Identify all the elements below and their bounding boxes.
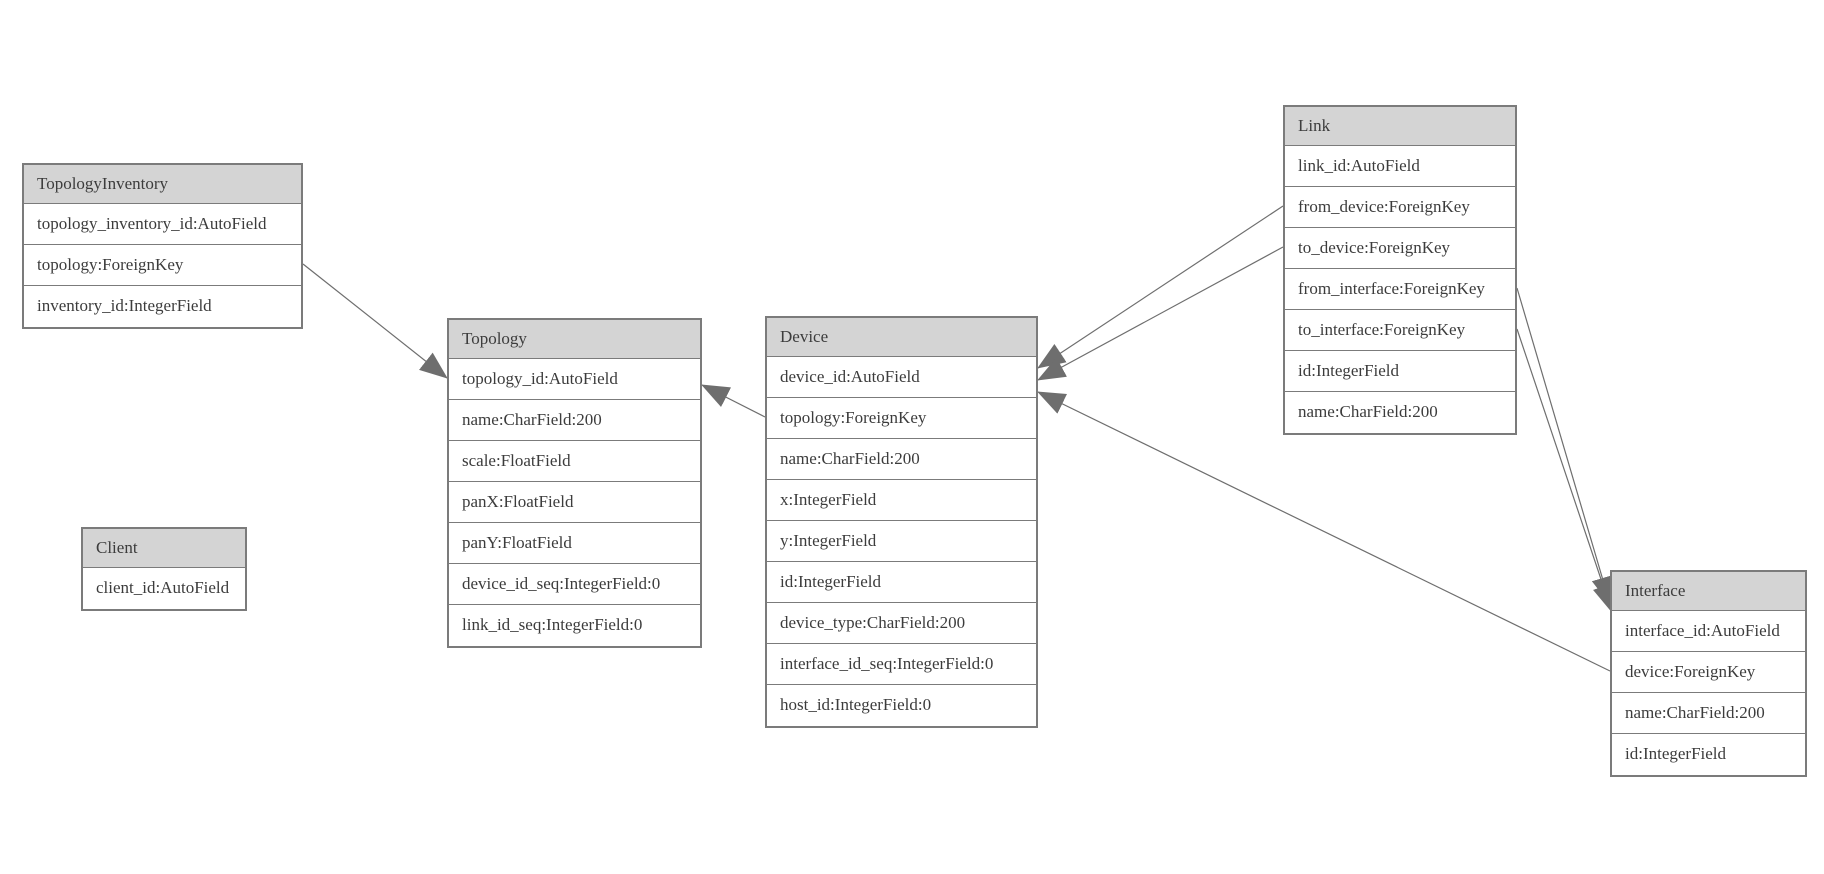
entity-field-row: topology_inventory_id:AutoField <box>24 204 301 245</box>
entity-field-row: id:IntegerField <box>1612 734 1805 775</box>
entity-field-row: topology_id:AutoField <box>449 359 700 400</box>
entity-field-row: from_interface:ForeignKey <box>1285 269 1515 310</box>
entity-title-topology_inventory: TopologyInventory <box>24 165 301 204</box>
relationship-line-link-from-device <box>1037 205 1284 369</box>
relationship-line-link-to-device <box>1037 246 1284 381</box>
entity-title-client: Client <box>83 529 245 568</box>
entity-field-row: from_device:ForeignKey <box>1285 187 1515 228</box>
entity-field-row: link_id:AutoField <box>1285 146 1515 187</box>
entity-field-row: name:CharField:200 <box>1612 693 1805 734</box>
entity-field-row: device_id:AutoField <box>767 357 1036 398</box>
entity-field-row: device_type:CharField:200 <box>767 603 1036 644</box>
entity-title-link: Link <box>1285 107 1515 146</box>
entity-field-row: topology:ForeignKey <box>767 398 1036 439</box>
entity-field-row: id:IntegerField <box>1285 351 1515 392</box>
relationship-line-link-to-interface <box>1516 328 1614 613</box>
relationship-line-ti-topology <box>302 263 448 379</box>
entity-field-row: id:IntegerField <box>767 562 1036 603</box>
entity-field-row: panX:FloatField <box>449 482 700 523</box>
relationship-line-device-topology <box>701 384 766 418</box>
entity-field-row: host_id:IntegerField:0 <box>767 685 1036 726</box>
entity-field-row: name:CharField:200 <box>767 439 1036 480</box>
entity-field-row: scale:FloatField <box>449 441 700 482</box>
entity-field-row: interface_id:AutoField <box>1612 611 1805 652</box>
entity-field-row: client_id:AutoField <box>83 568 245 609</box>
entity-field-row: link_id_seq:IntegerField:0 <box>449 605 700 646</box>
entity-field-row: inventory_id:IntegerField <box>24 286 301 327</box>
entity-field-row: device:ForeignKey <box>1612 652 1805 693</box>
entity-title-interface: Interface <box>1612 572 1805 611</box>
entity-field-row: name:CharField:200 <box>449 400 700 441</box>
relationship-line-link-from-interface <box>1516 287 1613 605</box>
entity-field-row: topology:ForeignKey <box>24 245 301 286</box>
entity-title-topology: Topology <box>449 320 700 359</box>
entity-field-row: to_interface:ForeignKey <box>1285 310 1515 351</box>
entity-title-device: Device <box>767 318 1036 357</box>
entity-field-row: interface_id_seq:IntegerField:0 <box>767 644 1036 685</box>
entity-field-row: to_device:ForeignKey <box>1285 228 1515 269</box>
entity-field-row: y:IntegerField <box>767 521 1036 562</box>
entity-field-row: name:CharField:200 <box>1285 392 1515 433</box>
entity-field-row: panY:FloatField <box>449 523 700 564</box>
entity-field-row: x:IntegerField <box>767 480 1036 521</box>
entity-field-row: device_id_seq:IntegerField:0 <box>449 564 700 605</box>
